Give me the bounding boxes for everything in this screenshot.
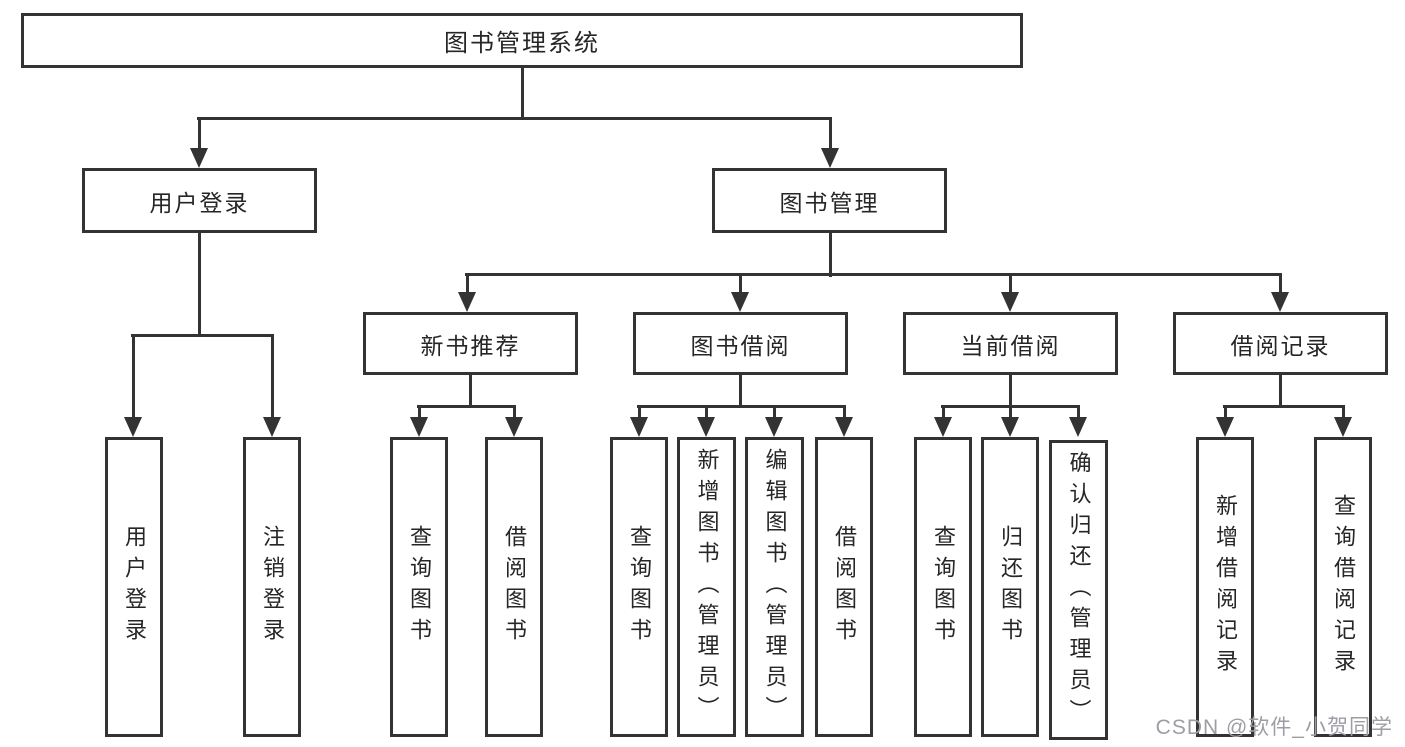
leaf-user-login: 用户登录 <box>105 437 163 737</box>
arrowhead-down <box>934 417 952 437</box>
connector-vline <box>132 335 135 419</box>
node-label: 查询图书 <box>627 525 652 649</box>
connector-vline <box>513 406 516 419</box>
connector-vline <box>1009 406 1012 419</box>
arrowhead-down <box>630 417 648 437</box>
connector-vline <box>1009 274 1012 294</box>
arrowhead-down <box>1216 417 1234 437</box>
leaf-recommend-borrow-books: 借阅图书 <box>485 437 543 737</box>
arrowhead-down <box>731 292 749 312</box>
connector-vline <box>1279 274 1282 294</box>
csdn-watermark: CSDN @软件_小贺同学 <box>1155 716 1393 739</box>
leaf-recommend-query-books: 查询图书 <box>390 437 448 737</box>
node-new-book-recommendation: 新书推荐 <box>363 312 578 375</box>
connector-vline <box>198 118 201 150</box>
arrowhead-down <box>124 417 142 437</box>
node-label: 确认归还（管理员） <box>1066 450 1092 730</box>
node-label: 查询图书 <box>931 525 956 649</box>
connector-hline <box>941 405 1080 408</box>
leaf-records-add-borrow-record: 新增借阅记录 <box>1196 437 1254 737</box>
connector-hline <box>465 273 1282 276</box>
leaf-current-return-books: 归还图书 <box>981 437 1039 737</box>
leaf-current-confirm-return-admin: 确认归还（管理员） <box>1049 440 1108 740</box>
node-user-login: 用户登录 <box>82 168 317 233</box>
arrowhead-down <box>458 292 476 312</box>
connector-vline <box>1077 406 1080 419</box>
leaf-records-query-borrow-record: 查询借阅记录 <box>1314 437 1372 737</box>
node-label: 编辑图书（管理员） <box>762 447 788 727</box>
arrowhead-down <box>1271 292 1289 312</box>
node-book-management: 图书管理 <box>712 168 947 233</box>
arrowhead-down <box>1001 292 1019 312</box>
connector-vline <box>829 233 832 277</box>
connector-vline <box>1224 406 1227 419</box>
arrowhead-down <box>1334 417 1352 437</box>
node-label: 图书借阅 <box>690 332 791 359</box>
arrowhead-down <box>190 148 208 168</box>
arrowhead-down <box>765 417 783 437</box>
node-label: 查询借阅记录 <box>1331 494 1356 680</box>
node-label: 图书管理系统 <box>444 30 600 57</box>
node-label: 借阅图书 <box>832 525 857 649</box>
node-label: 借阅记录 <box>1230 332 1331 359</box>
leaf-current-query-books: 查询图书 <box>914 437 972 737</box>
arrowhead-down <box>821 148 839 168</box>
connector-vline <box>843 406 846 419</box>
node-label: 图书管理 <box>779 189 880 216</box>
connector-vline <box>739 274 742 294</box>
arrowhead-down <box>1069 417 1087 437</box>
connector-vline <box>942 406 945 419</box>
connector-vline <box>829 118 832 150</box>
leaf-borrowing-query-books: 查询图书 <box>610 437 668 737</box>
connector-vline <box>521 68 524 120</box>
connector-hline <box>197 117 832 120</box>
node-label: 注销登录 <box>260 525 285 649</box>
connector-vline <box>1279 375 1282 408</box>
connector-hline <box>417 405 516 408</box>
leaf-borrowing-borrow-books: 借阅图书 <box>815 437 873 737</box>
connector-vline <box>271 335 274 419</box>
connector-vline <box>418 406 421 419</box>
leaf-borrowing-add-books-admin: 新增图书（管理员） <box>677 437 736 737</box>
leaf-borrowing-edit-books-admin: 编辑图书（管理员） <box>745 437 804 737</box>
node-label: 新增借阅记录 <box>1213 494 1238 680</box>
node-label: 新增图书（管理员） <box>694 447 720 727</box>
connector-vline <box>469 375 472 408</box>
node-label: 查询图书 <box>407 525 432 649</box>
arrowhead-down <box>410 417 428 437</box>
node-label: 归还图书 <box>998 525 1023 649</box>
node-label: 当前借阅 <box>960 332 1061 359</box>
arrowhead-down <box>835 417 853 437</box>
connector-hline <box>637 405 846 408</box>
connector-hline <box>1223 405 1345 408</box>
connector-vline <box>705 406 708 419</box>
arrowhead-down <box>505 417 523 437</box>
node-book-borrowing: 图书借阅 <box>633 312 848 375</box>
node-borrowing-records: 借阅记录 <box>1173 312 1388 375</box>
connector-vline <box>773 406 776 419</box>
node-current-borrowing: 当前借阅 <box>903 312 1118 375</box>
node-label: 用户登录 <box>149 189 250 216</box>
connector-vline <box>1342 406 1345 419</box>
connector-vline <box>466 274 469 294</box>
node-library-management-system: 图书管理系统 <box>21 13 1023 68</box>
connector-vline <box>638 406 641 419</box>
node-label: 借阅图书 <box>502 525 527 649</box>
connector-vline <box>198 233 201 337</box>
leaf-logout: 注销登录 <box>243 437 301 737</box>
arrowhead-down <box>263 417 281 437</box>
arrowhead-down <box>1001 417 1019 437</box>
node-label: 用户登录 <box>122 525 147 649</box>
arrowhead-down <box>697 417 715 437</box>
connector-vline <box>739 375 742 408</box>
node-label: 新书推荐 <box>420 332 521 359</box>
connector-vline <box>1009 375 1012 408</box>
connector-hline <box>131 334 274 337</box>
